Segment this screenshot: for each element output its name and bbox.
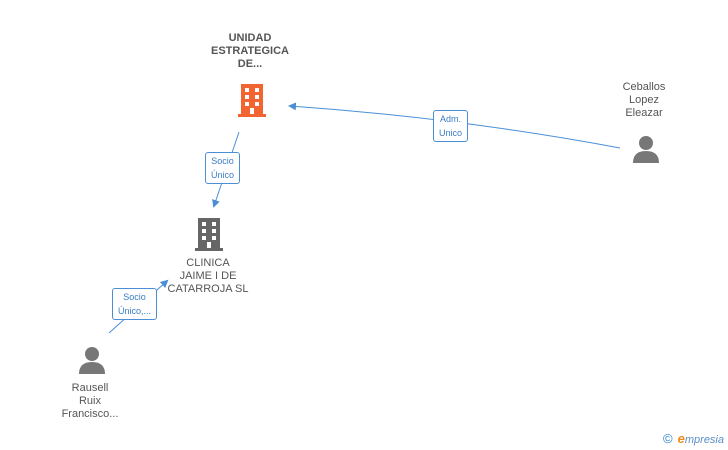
edge-label-adm-unico[interactable]: Adm. Unico xyxy=(433,110,469,142)
node-label-rausell: Rausell Ruix Francisco... xyxy=(45,382,135,421)
node-label-clinica: CLINICA JAIME I DE CATARROJA SL xyxy=(158,257,258,296)
edge-label-socio-unico-2[interactable]: Socio Único,... xyxy=(112,288,158,320)
empresia-watermark: © empresia xyxy=(663,431,724,446)
node-label-line: Eleazar xyxy=(625,107,663,119)
node-label-line: JAIME I DE xyxy=(179,270,237,282)
edge-label-line: Adm. xyxy=(440,114,462,124)
node-label-line: Rausell xyxy=(71,382,109,394)
edge-label-socio-unico-1[interactable]: Socio Único xyxy=(205,152,241,184)
node-label-line: ESTRATEGICA xyxy=(210,45,290,57)
node-label-line: Ruix xyxy=(78,395,101,407)
edge-label-line: Socio xyxy=(211,156,234,166)
building-icon[interactable] xyxy=(193,216,225,257)
node-label-line: Lopez xyxy=(629,94,659,106)
node-label-line: CATARROJA SL xyxy=(167,283,249,295)
edge-label-line: Único,... xyxy=(118,306,152,316)
node-label-line: DE... xyxy=(237,58,263,70)
copyright-symbol: © xyxy=(662,431,673,446)
node-label-line: UNIDAD xyxy=(228,32,272,44)
person-icon[interactable] xyxy=(631,134,661,169)
edge-label-line: Socio xyxy=(123,292,146,302)
person-icon[interactable] xyxy=(77,345,107,380)
node-label-line: CLINICA xyxy=(186,257,230,269)
brand-name: mpresia xyxy=(684,434,724,446)
node-label-unidad: UNIDAD ESTRATEGICA DE... xyxy=(195,32,305,71)
edge-label-line: Unico xyxy=(439,128,463,138)
node-label-line: Ceballos xyxy=(622,81,666,93)
node-label-ceballos: Ceballos Lopez Eleazar xyxy=(604,81,684,120)
building-icon[interactable] xyxy=(236,82,268,123)
brand-initial: e xyxy=(677,431,685,446)
edge-label-line: Único xyxy=(211,170,235,180)
node-label-line: Francisco... xyxy=(61,408,119,420)
